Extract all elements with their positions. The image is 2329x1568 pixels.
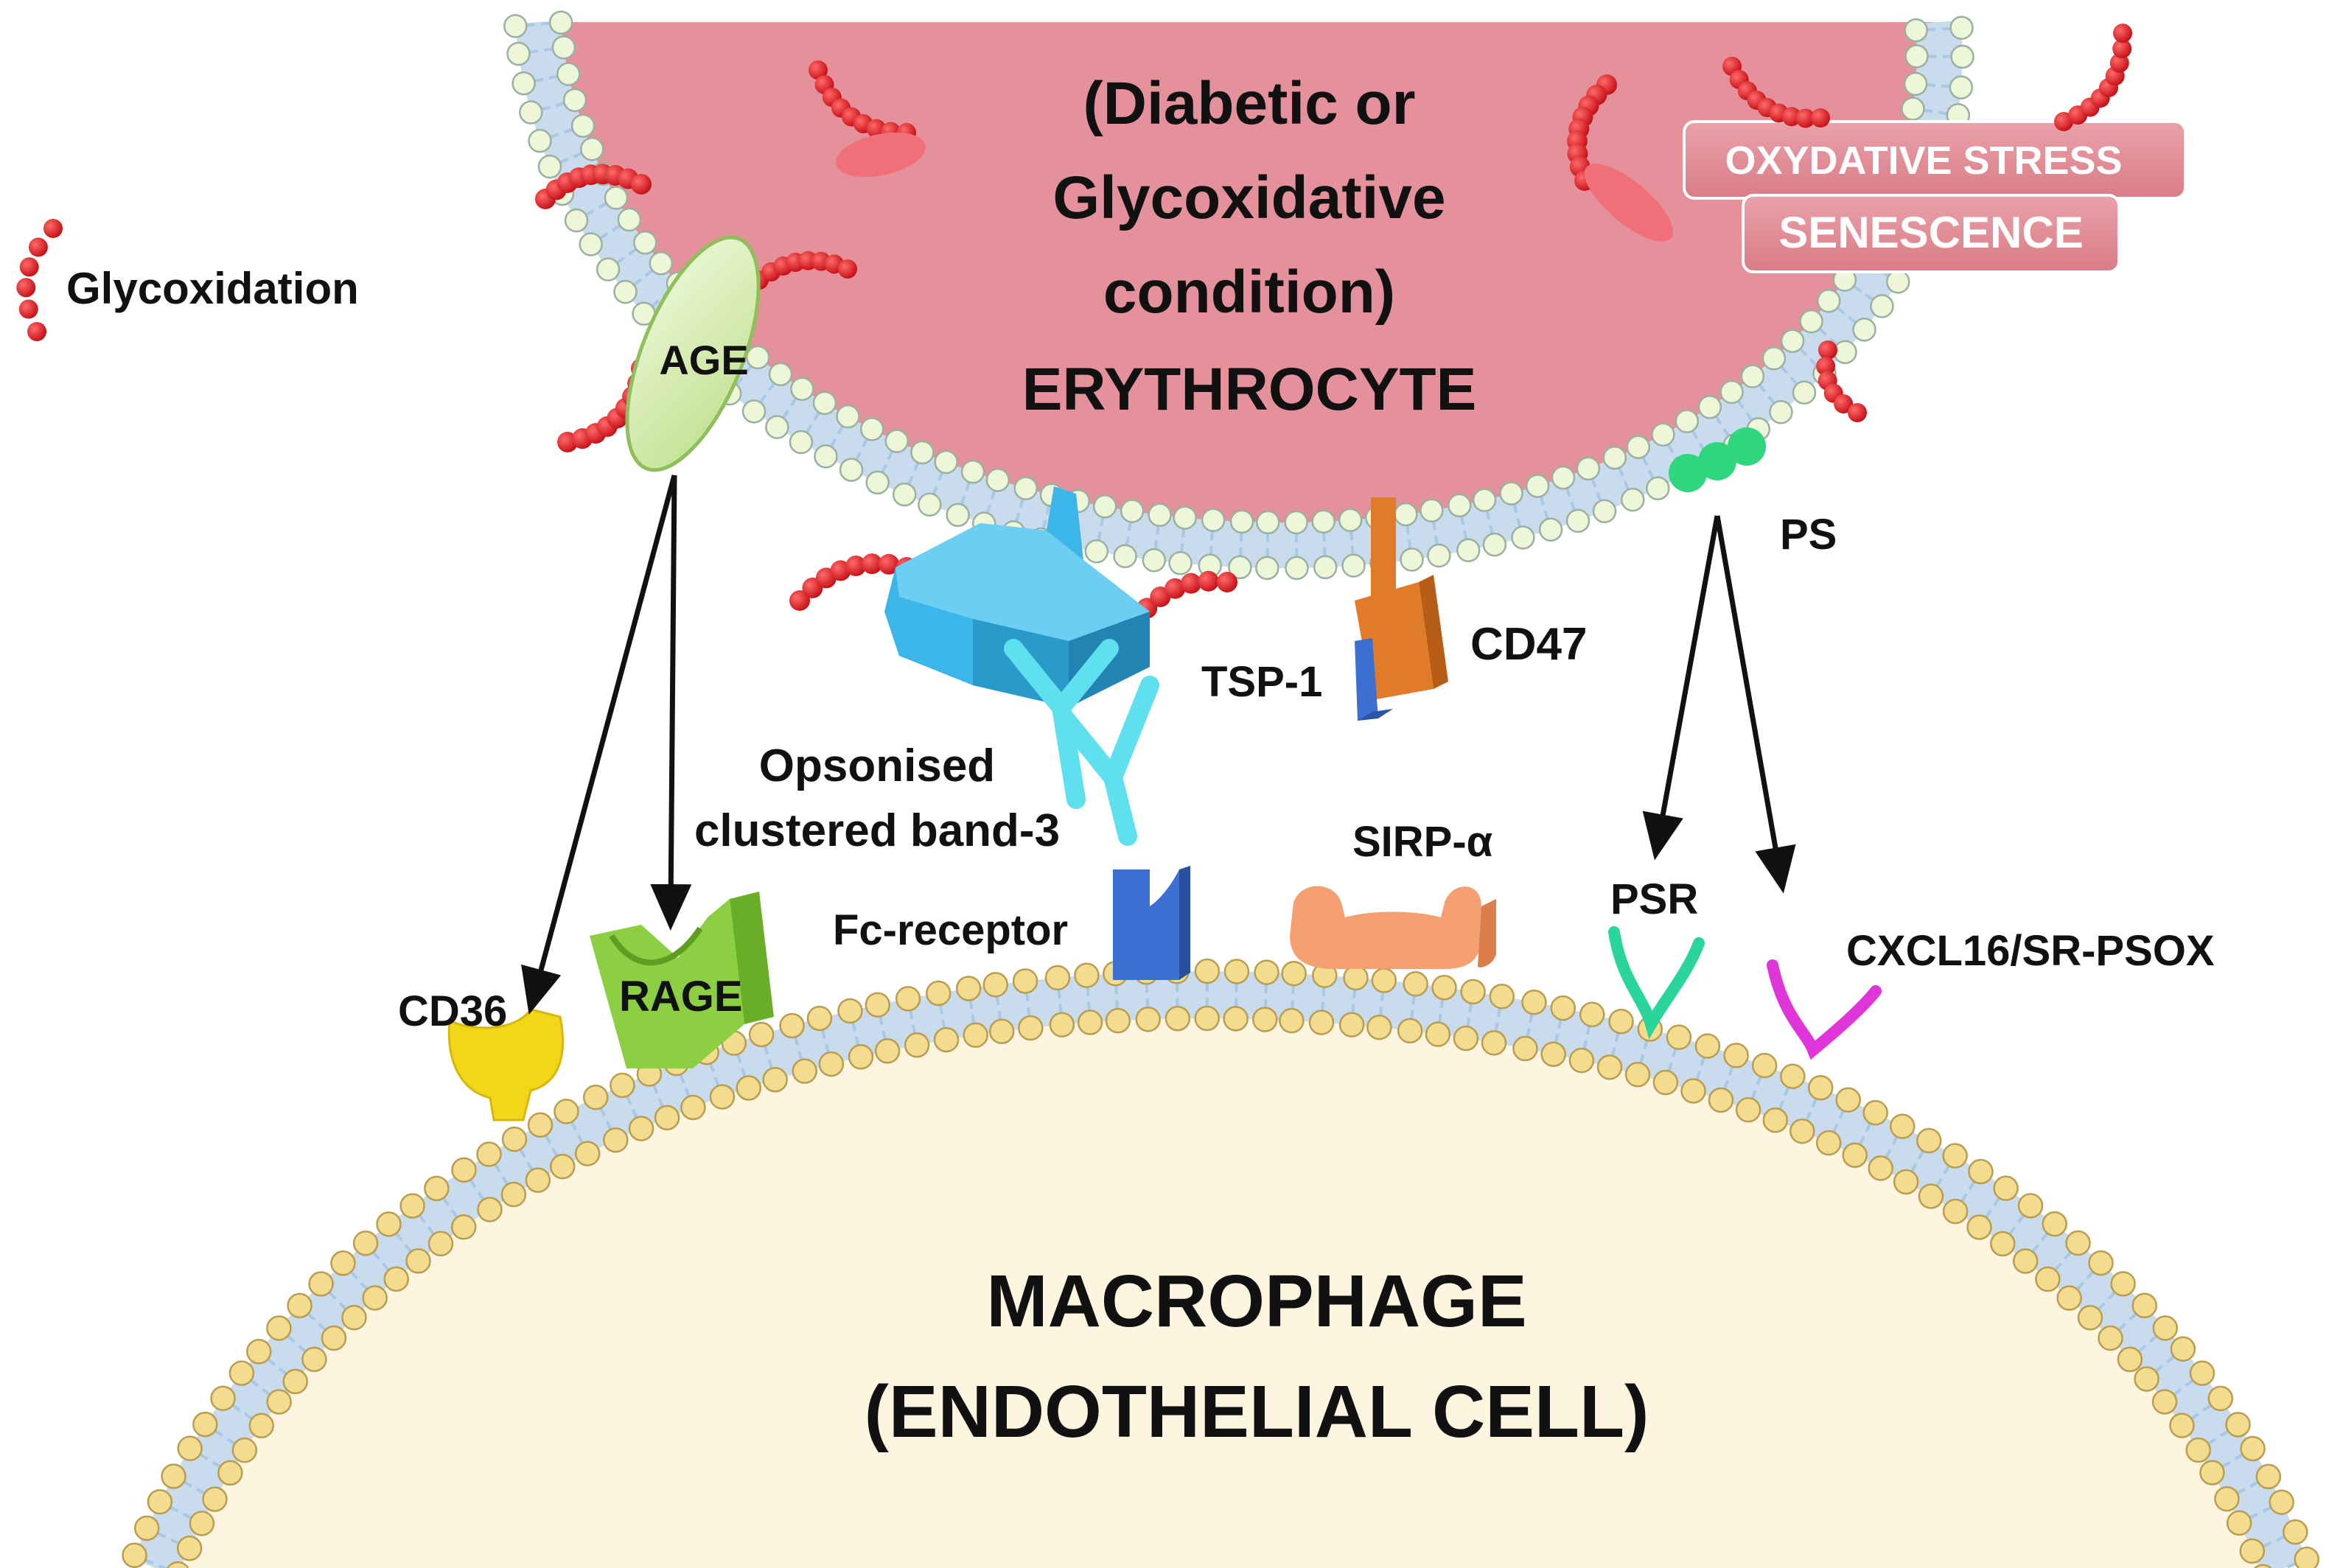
cd47-label: CD47 <box>1470 619 1588 670</box>
oxidative-stress-label: OXYDATIVE STRESS <box>1725 139 2122 183</box>
membrane-protein-lens-2 <box>1584 164 1674 242</box>
glycoxidation-legend: Glycoxidation <box>16 219 359 341</box>
glycoxidation-legend-label: Glycoxidation <box>66 264 359 313</box>
fc-receptor-label: Fc-receptor <box>833 906 1068 954</box>
erythrocyte-title: (Diabetic or Glycoxidative condition) ER… <box>1022 70 1477 423</box>
senescence-label: SENESCENCE <box>1778 208 2083 257</box>
cxcl16-receptor <box>1767 959 1882 1060</box>
age-marker: AGE <box>625 235 761 472</box>
arrows <box>521 475 1796 1015</box>
cxcl16-label: CXCL16/SR-PSOX <box>1846 927 2215 975</box>
arrow-age-to-cd36 <box>521 475 677 1015</box>
ps-marker <box>1669 427 1766 492</box>
oxidative-stress-tag: OXYDATIVE STRESS <box>1683 120 2187 200</box>
sirp-alpha-label: SIRP-α <box>1352 818 1493 866</box>
fc-receptor <box>1113 866 1190 980</box>
macrophage-membrane <box>122 958 2319 1568</box>
erythrocyte-line-3: condition) <box>1103 259 1395 326</box>
arrow-ps-to-psr <box>1642 515 1720 861</box>
macrophage-line-1: MACROPHAGE <box>986 1260 1526 1343</box>
tsp1-ligand <box>1355 638 1393 721</box>
arrow-age-to-rage <box>650 475 692 931</box>
macrophage-title: MACROPHAGE (ENDOTHELIAL CELL) <box>865 1260 1649 1453</box>
membrane-protein-lens-1 <box>836 132 926 178</box>
senescence-tag: SENESCENCE <box>1742 194 2120 273</box>
opsonised-label-line-1: Opsonised <box>759 741 995 791</box>
opsonising-antibody-2 <box>1055 676 1159 846</box>
arrow-ps-to-cxcl16 <box>1714 515 1796 894</box>
rage-label: RAGE <box>619 973 743 1021</box>
rage-receptor <box>590 892 774 1068</box>
psr-receptor <box>1608 926 1705 1040</box>
erythrocyte-line-4: ERYTHROCYTE <box>1022 356 1477 423</box>
cd36-receptor <box>447 1008 565 1121</box>
macrophage-cell <box>122 958 2319 1568</box>
sirp-alpha-receptor <box>1290 886 1496 969</box>
cd36-label: CD36 <box>398 987 507 1035</box>
age-label: AGE <box>659 337 748 383</box>
tsp1-label: TSP-1 <box>1201 658 1322 706</box>
psr-label: PSR <box>1610 875 1698 923</box>
erythrocyte-line-1: (Diabetic or <box>1083 70 1415 137</box>
glycoxidation-legend-icon <box>16 219 63 341</box>
opsonised-label-line-2: clustered band-3 <box>694 805 1060 856</box>
macrophage-line-2: (ENDOTHELIAL CELL) <box>865 1371 1649 1453</box>
ps-label: PS <box>1780 511 1837 559</box>
macrophage-body <box>155 995 2285 1568</box>
erythrocyte-line-2: Glycoxidative <box>1052 164 1445 231</box>
